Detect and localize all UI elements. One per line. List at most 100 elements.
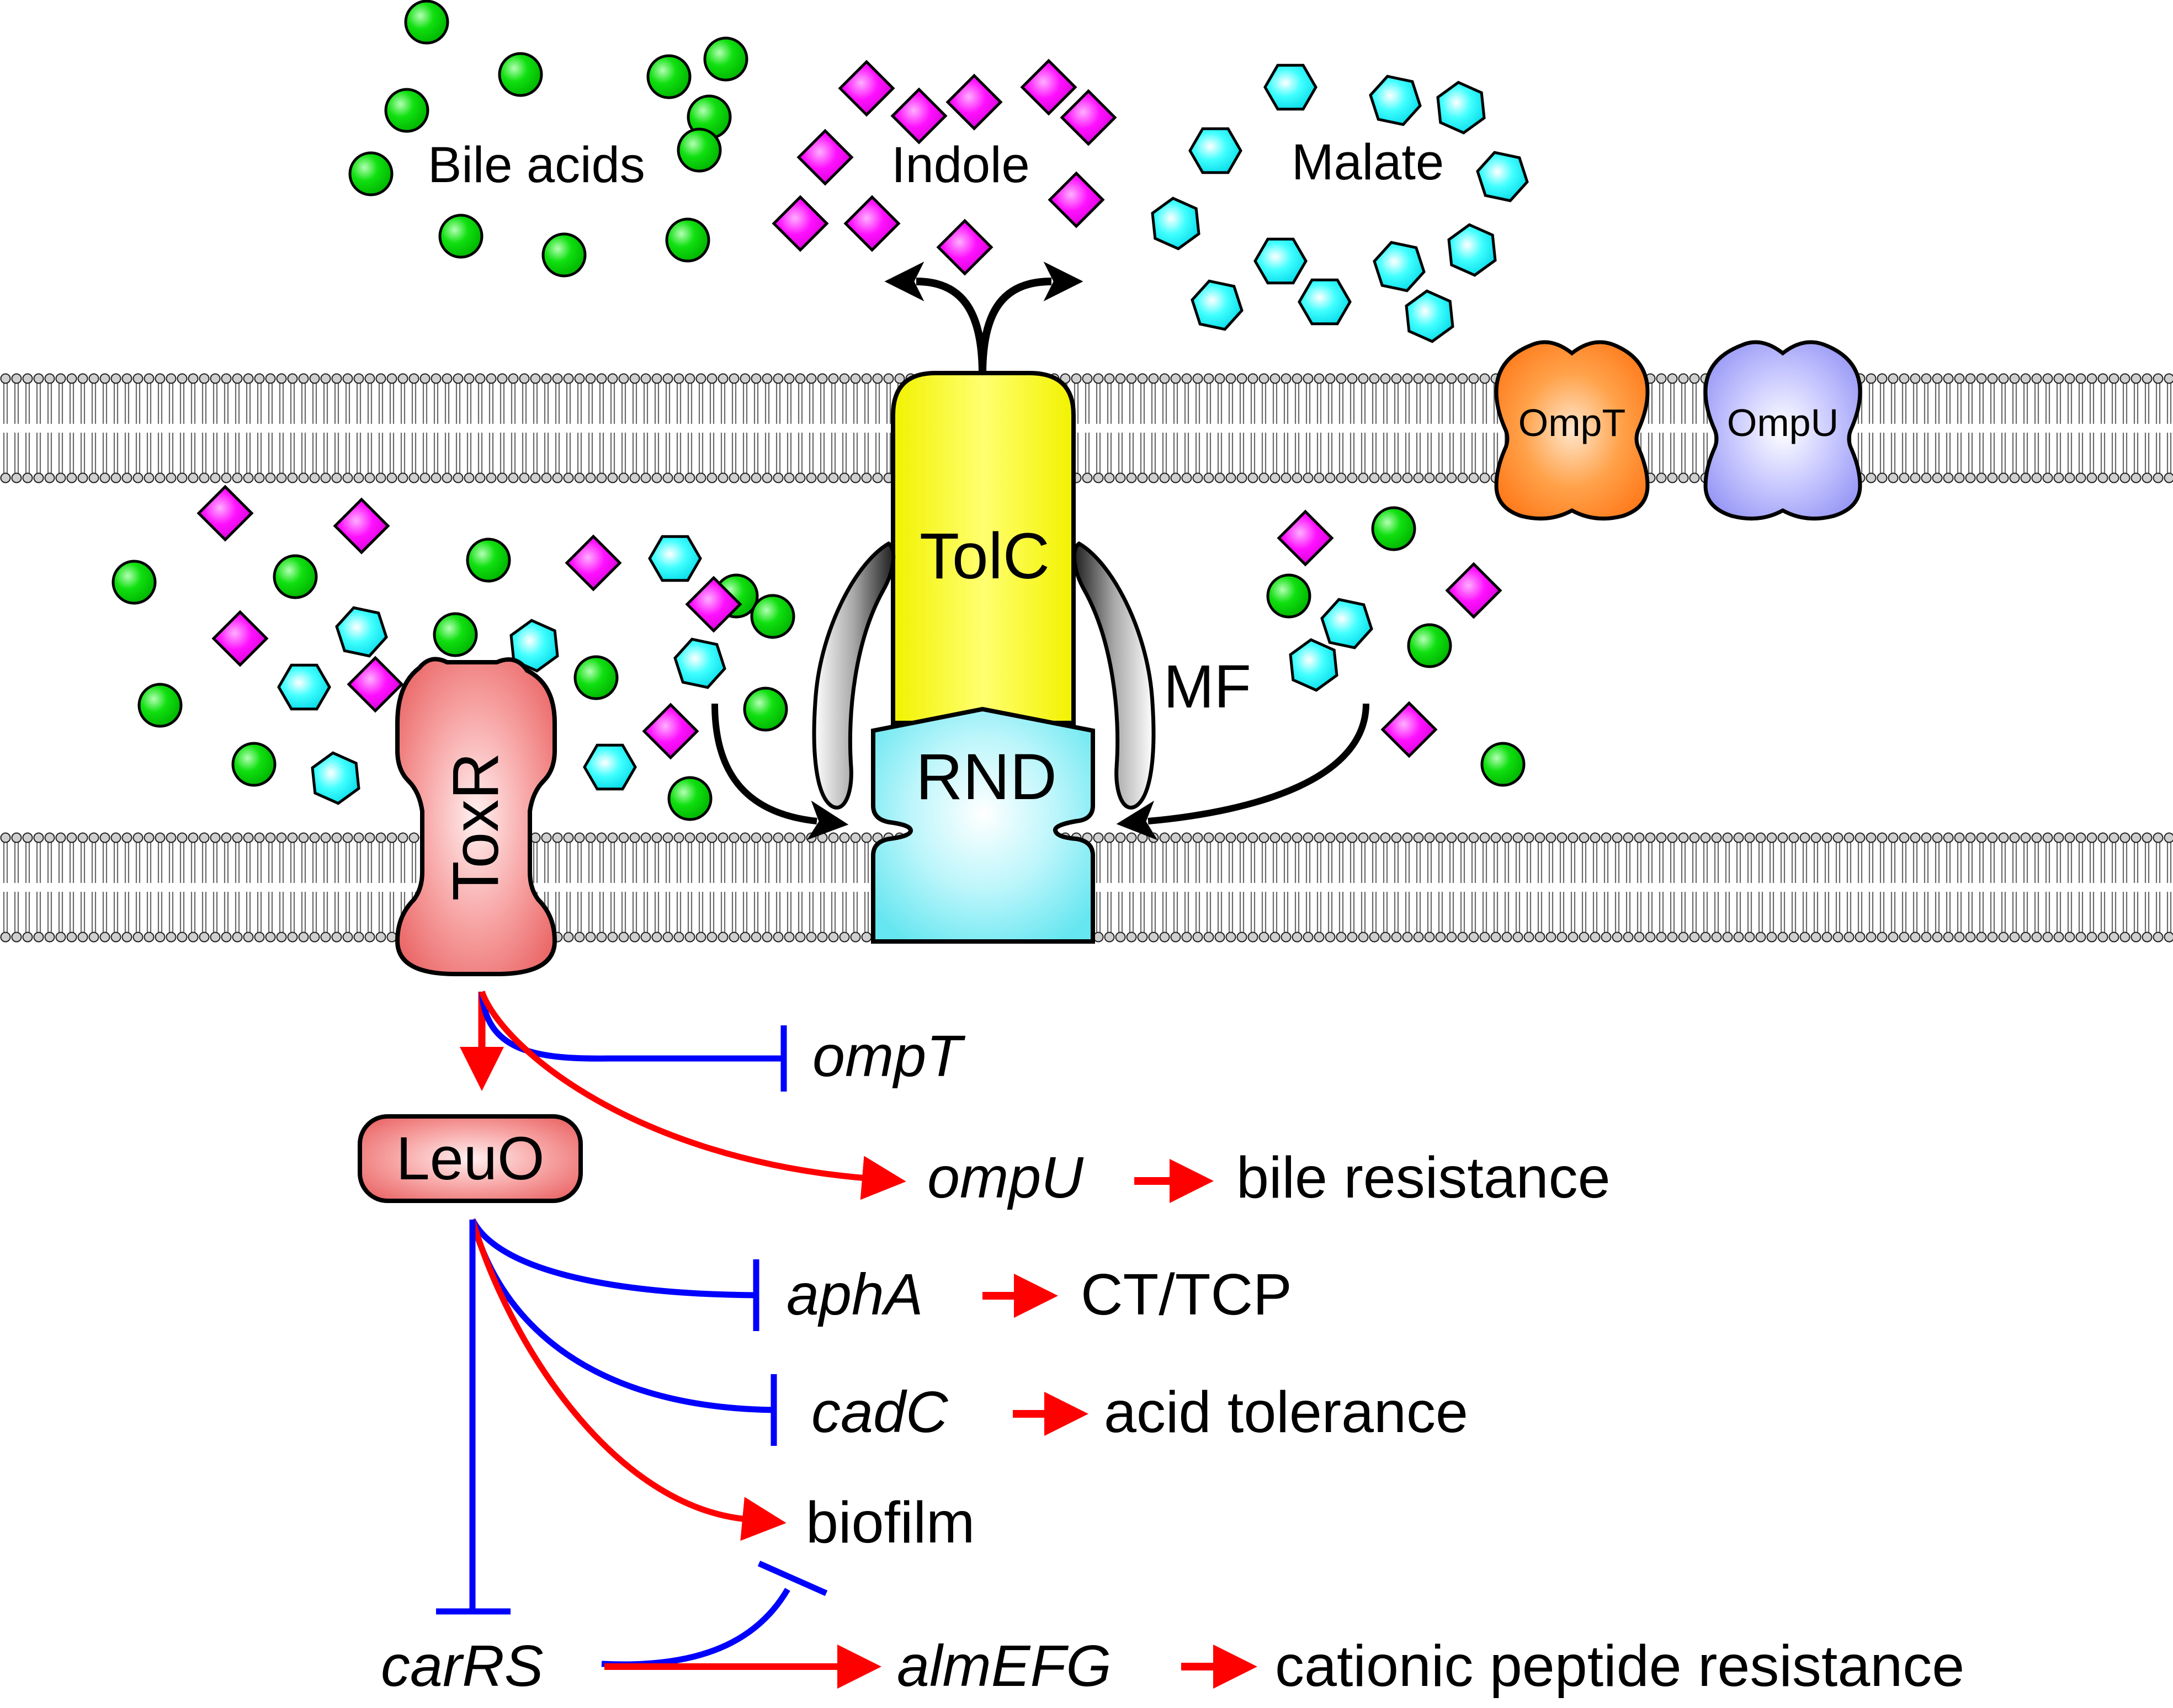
- acid-tolerance-label: acid tolerance: [1104, 1380, 1468, 1445]
- bile-acid-molecule: [573, 655, 619, 700]
- uptake-arrow-left: [711, 703, 849, 840]
- indole-molecule: [196, 485, 254, 542]
- indole-label: Indole: [891, 137, 1030, 193]
- apha-gene-label: aphA: [787, 1262, 923, 1327]
- biofilm-repression-bar: [757, 1560, 828, 1597]
- bile-acid-molecule: [1371, 506, 1416, 551]
- bile-acid-molecule: [404, 0, 449, 45]
- malate-molecule: [277, 663, 331, 711]
- indole-molecule: [1277, 509, 1334, 567]
- cationic-peptide-resistance-label: cationic peptide resistance: [1275, 1633, 1964, 1699]
- bile-acid-molecules: [111, 0, 1526, 821]
- indole-molecule: [347, 656, 404, 713]
- mf-protein-left: [812, 541, 896, 810]
- malate-molecule: [311, 751, 360, 805]
- ompu-porin: [1703, 340, 1862, 521]
- malate-molecule: [1373, 241, 1426, 292]
- indole-molecule: [565, 534, 622, 592]
- bile-acid-molecule: [384, 88, 429, 133]
- carrs-represses-biofilm: [601, 1588, 790, 1668]
- toxr-label: ToxR: [439, 753, 512, 901]
- indole-molecule: [843, 195, 901, 252]
- malate-molecule: [509, 619, 559, 673]
- ompu-porin-label: OmpU: [1727, 401, 1839, 444]
- bile-acid-molecule: [111, 560, 157, 605]
- indole-molecule: [796, 129, 854, 186]
- malate-molecule: [583, 743, 637, 791]
- malate-label: Malate: [1292, 134, 1444, 190]
- efflux-arrow-right: [979, 262, 1083, 375]
- bile-acid-molecule: [665, 217, 710, 263]
- mf-label: MF: [1163, 653, 1251, 721]
- indole-molecule: [1445, 562, 1502, 619]
- leuo-represses-apha: [470, 1218, 757, 1299]
- bile-acid-molecule: [498, 52, 543, 97]
- rnd-protein: [871, 706, 1095, 944]
- bile-acid-molecule: [541, 232, 587, 278]
- tolc-protein: [891, 371, 1076, 725]
- bile-acid-molecule: [1480, 742, 1526, 787]
- malate-molecule: [1263, 63, 1317, 111]
- bile-acid-molecule: [750, 594, 795, 639]
- bile-acid-molecule: [466, 538, 511, 583]
- bile-acid-molecule: [273, 554, 318, 599]
- tolc-label: TolC: [920, 520, 1050, 593]
- malate-molecule: [1188, 127, 1242, 174]
- indole-molecule: [1060, 89, 1117, 146]
- malate-molecule: [1447, 223, 1497, 277]
- malate-molecule: [1298, 278, 1352, 326]
- indole-molecule: [685, 576, 742, 633]
- almefg-gene-label: almEFG: [897, 1633, 1112, 1699]
- malate-molecule: [335, 606, 388, 658]
- ompt-porin-label: OmpT: [1518, 401, 1625, 444]
- indole-molecule: [838, 60, 895, 117]
- malate-molecule: [1320, 598, 1373, 650]
- indole-molecule: [890, 87, 948, 145]
- ompt-porin: [1494, 340, 1650, 521]
- bile-acid-molecule: [1407, 623, 1452, 668]
- leuo-activates-biofilm: [469, 1219, 787, 1541]
- malate-molecule: [1191, 279, 1244, 331]
- ompt-gene-label: ompT: [812, 1024, 966, 1089]
- leuo-represses-cadc: [469, 1219, 774, 1413]
- bile-acid-molecule: [1266, 573, 1311, 619]
- leuo-label: LeuO: [396, 1125, 544, 1193]
- carrs-gene-label: carRS: [381, 1633, 544, 1699]
- malate-molecule: [1436, 81, 1486, 135]
- cadc-gene-label: cadC: [811, 1380, 949, 1445]
- malate-molecule: [1405, 289, 1454, 343]
- bile-resistance-label: bile resistance: [1236, 1145, 1611, 1210]
- uptake-arrow-right: [1116, 703, 1369, 840]
- efflux-arrows: [711, 262, 1369, 840]
- malate-molecule: [648, 535, 702, 582]
- malate-molecule: [1476, 151, 1529, 203]
- toxr-activates-ompu: [479, 991, 906, 1200]
- indole-molecule: [1020, 58, 1077, 116]
- rnd-label: RND: [916, 741, 1057, 813]
- bile-acid-molecule: [743, 687, 788, 732]
- malate-molecule: [1253, 237, 1308, 285]
- indole-molecule: [772, 195, 829, 252]
- indole-molecule: [211, 610, 269, 667]
- malate-molecule: [1369, 75, 1422, 126]
- bile-acid-molecule: [667, 776, 713, 821]
- malate-molecule: [673, 637, 726, 689]
- bile-acid-molecule: [703, 36, 748, 82]
- indole-molecule: [945, 73, 1003, 131]
- indole-molecule: [333, 497, 390, 555]
- biofilm-label: biofilm: [806, 1490, 975, 1555]
- regulatory-network: [436, 991, 1257, 1689]
- indole-molecule: [642, 703, 699, 760]
- mf-protein-right: [1072, 541, 1156, 810]
- ct-tcp-label: CT/TCP: [1081, 1262, 1292, 1327]
- indole-molecule: [936, 219, 993, 276]
- bile-acids-label: Bile acids: [428, 137, 645, 193]
- bile-acid-molecule: [433, 612, 478, 657]
- indole-molecule: [1048, 171, 1105, 228]
- indole-molecule: [1380, 701, 1438, 758]
- toxr-protein: [395, 657, 557, 976]
- indole-molecules: [196, 58, 1502, 760]
- malate-molecules: [277, 63, 1529, 805]
- bile-acid-molecule: [137, 683, 183, 728]
